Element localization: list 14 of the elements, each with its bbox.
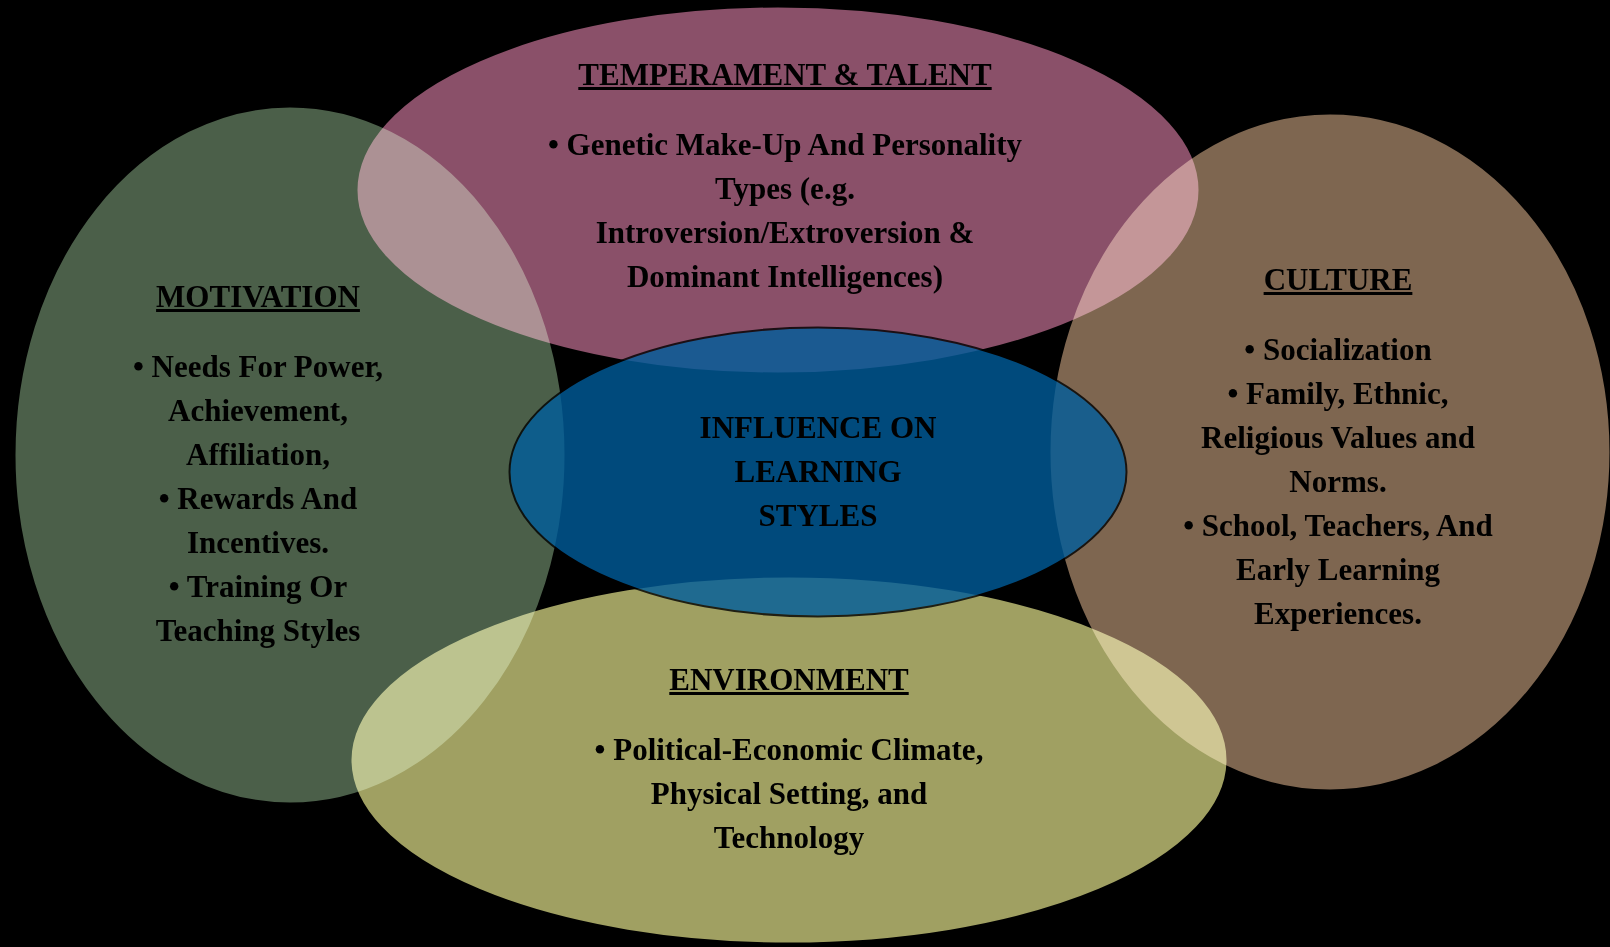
heading: MOTIVATION: [156, 278, 360, 316]
bullet-item: • Genetic Make-Up And Personality Types (e.g. Introversion/Extroversion & Dominant Intelligences): [546, 126, 1024, 296]
heading: ENVIRONMENT: [669, 661, 909, 699]
bullet-item: • Family, Ethnic, Religious Values and Norms.: [1200, 375, 1476, 501]
bullet-item: • Rewards And Incentives.: [157, 480, 359, 562]
bullet-item: • Political-Economic Climate, Physical Setting, and Technology: [593, 731, 985, 857]
bullet-item: • Training Or Teaching Styles: [154, 568, 362, 650]
center-label: INFLUENCE ON LEARNING STYLES: [698, 409, 938, 535]
bullet-item: • Socialization: [1243, 331, 1433, 369]
bullet-item: • Needs For Power, Achievement, Affiliation,: [131, 348, 385, 474]
heading: CULTURE: [1263, 261, 1413, 299]
ellipse: [508, 326, 1128, 618]
heading: TEMPERAMENT & TALENT: [578, 56, 992, 94]
bullet-item: • School, Teachers, And Early Learning Experiences.: [1182, 507, 1494, 633]
